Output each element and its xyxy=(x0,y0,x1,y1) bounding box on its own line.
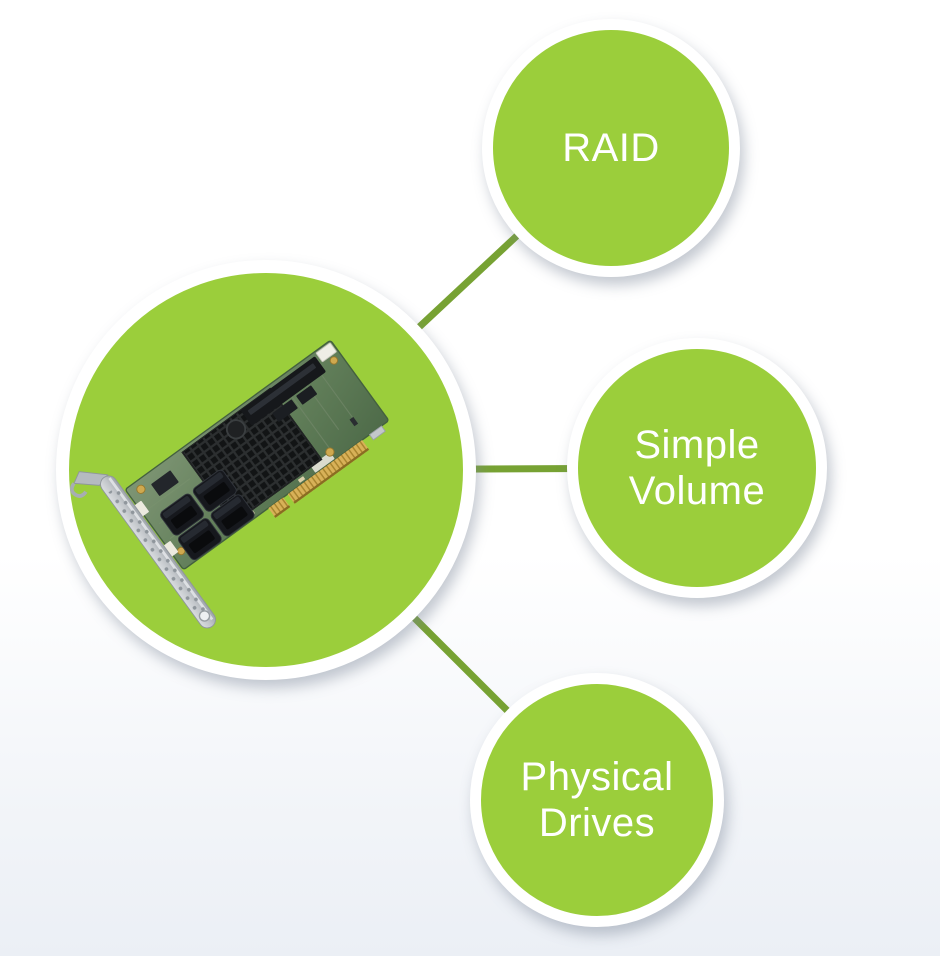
edge-clip xyxy=(134,500,149,517)
node-simple-volume-label: Simple Volume xyxy=(628,422,766,513)
node-simple-volume: Simple Volume xyxy=(567,338,827,598)
pci-bracket xyxy=(70,471,216,629)
hub-node-adapter-card xyxy=(56,260,476,680)
pcie-gold-edge xyxy=(268,425,386,518)
node-raid-label: RAID xyxy=(562,125,660,170)
edge-clip xyxy=(163,541,179,557)
node-physical-drives-label: Physical Drives xyxy=(520,754,674,845)
raid-adapter-card-image xyxy=(70,340,389,629)
node-physical-drives: Physical Drives xyxy=(470,673,724,927)
adapter-card-group xyxy=(70,340,389,629)
board-components xyxy=(136,342,359,556)
node-raid: RAID xyxy=(482,19,740,277)
